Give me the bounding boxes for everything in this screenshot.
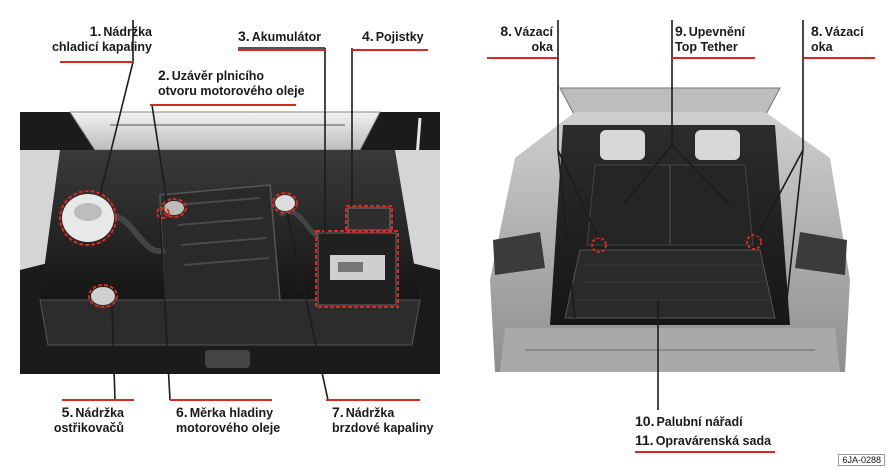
engine-bay-panel: 1.Nádržka chladicí kapaliny 2.Uzávěr pln… [20, 20, 440, 436]
label-repair-kit: 11.Opravárenská sada [635, 432, 772, 449]
engine-bay-illustration [20, 20, 440, 401]
trunk-illustration [487, 20, 875, 453]
label-brake-fluid-reservoir: 7.Nádržka brzdové kapaliny [332, 404, 434, 436]
label-coolant-reservoir: 1.Nádržka chladicí kapaliny [51, 23, 152, 55]
label-fuses: 4.Pojistky [362, 28, 424, 45]
label-lashing-eyes-right: 8.Vázací oka [811, 23, 864, 55]
figure-code: 6JA-0288 [838, 454, 885, 466]
label-oil-filler-cap: 2.Uzávěr plnicího otvoru motorového olej… [158, 67, 305, 99]
trunk-panel: 8.Vázací oka 9.Upevnění Top Tether 8.Váz… [445, 0, 887, 468]
label-battery: 3.Akumulátor [238, 28, 322, 45]
label-lashing-eyes-left: 8.Vázací oka [500, 23, 553, 55]
label-top-tether: 9.Upevnění Top Tether [675, 23, 745, 55]
label-washer-reservoir: 5.Nádržka ostřikovačů [53, 404, 124, 436]
label-oil-dipstick: 6.Měrka hladiny motorového oleje [176, 404, 281, 436]
label-vehicle-tool-kit: 10.Palubní nářadí [635, 413, 743, 430]
